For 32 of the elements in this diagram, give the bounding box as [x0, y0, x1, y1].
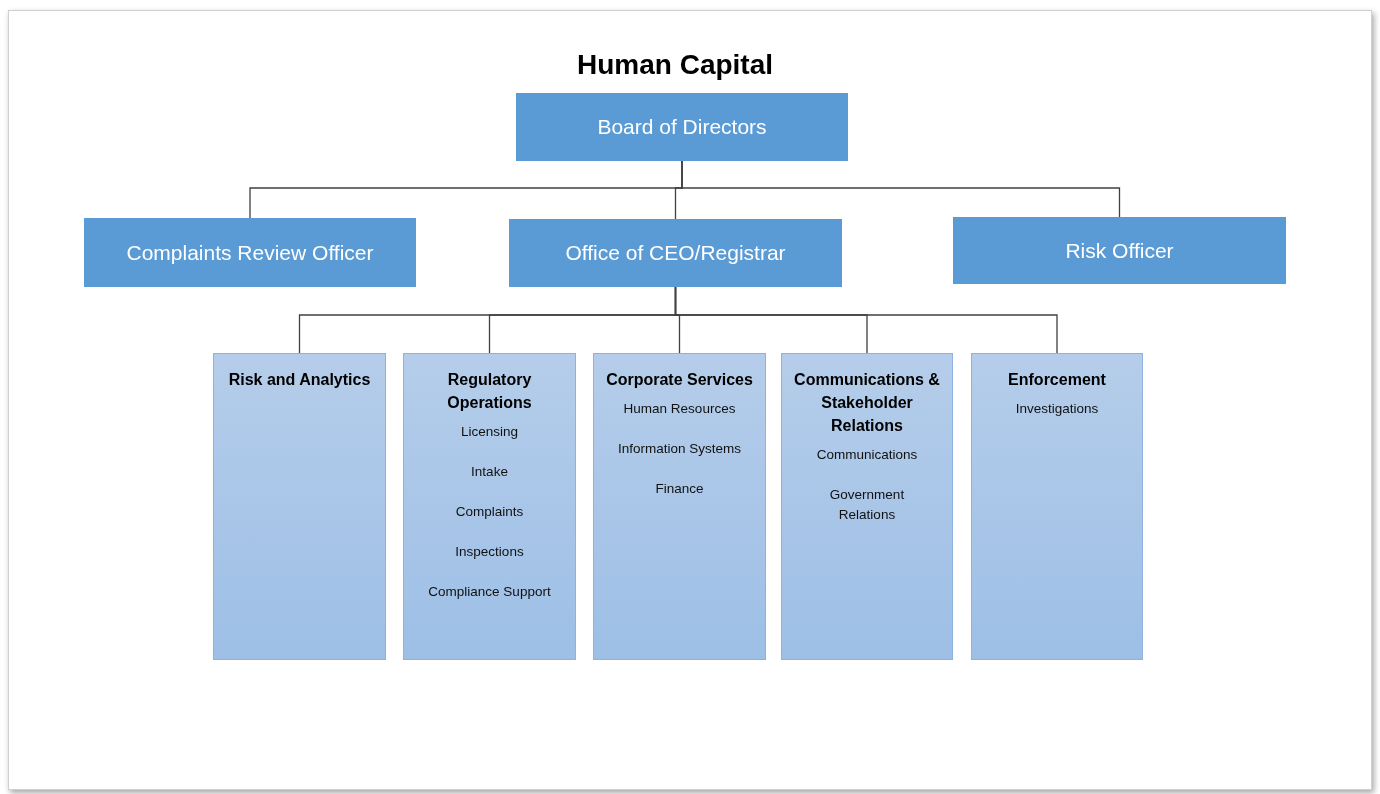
connector-line: [681, 160, 1121, 218]
department-heading: Corporate Services: [606, 370, 753, 390]
unit-label: Licensing: [459, 423, 519, 441]
unit-label: Compliance Support: [427, 583, 552, 601]
unit-label: Information Systems: [616, 440, 742, 458]
role-label: Office of CEO/Registrar: [565, 240, 786, 266]
role-label: Risk Officer: [1065, 237, 1174, 264]
department-heading: Risk and Analytics: [228, 370, 371, 390]
title: Human Capital: [576, 48, 774, 82]
unit-label: Complaints: [454, 503, 525, 521]
department-heading: Communications & Stakeholder Relations: [793, 370, 941, 436]
department-box: [781, 353, 953, 660]
connector-line: [674, 286, 1058, 354]
department-box: [403, 353, 576, 660]
role-box: [84, 218, 416, 287]
department-heading: Regulatory Operations: [446, 370, 533, 413]
role-label: Board of Directors: [597, 114, 767, 140]
department-box: [213, 353, 386, 660]
unit-label: Communications: [815, 446, 919, 464]
role-box: [509, 219, 842, 287]
department-box: [593, 353, 766, 660]
unit-label: Inspections: [454, 543, 525, 561]
role-box: [516, 93, 848, 161]
department-heading: Enforcement: [1008, 370, 1106, 390]
unit-label: Intake: [470, 463, 509, 481]
department-box: [971, 353, 1143, 660]
role-label: Complaints Review Officer: [126, 239, 374, 266]
unit-label: Finance: [654, 480, 705, 498]
unit-label: Human Resources: [622, 400, 737, 418]
unit-label: Government Relations: [828, 486, 906, 524]
role-box: [953, 217, 1286, 284]
unit-label: Investigations: [1014, 400, 1100, 418]
